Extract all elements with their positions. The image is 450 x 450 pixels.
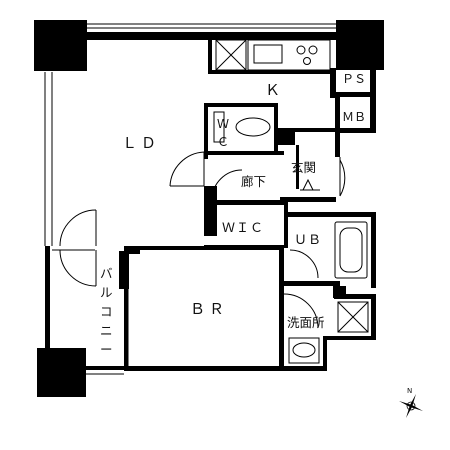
compass-icon: N — [399, 387, 423, 418]
balcony-char-3: コ — [100, 304, 113, 319]
room-label-br: ＢＲ — [190, 300, 228, 318]
room-label-wic: ＷＩＣ — [222, 221, 264, 236]
room-label-k: Ｋ — [265, 81, 284, 99]
room-label-hallway: 廊下 — [241, 174, 266, 189]
room-label-ld: ＬＤ — [122, 134, 160, 152]
room-label-ps: ＰＳ — [342, 72, 366, 86]
balcony-char-4: ニ — [100, 323, 113, 338]
balcony-char-1: バ — [100, 266, 113, 281]
balcony-char-5: ー — [100, 342, 113, 357]
room-label-wc-c: Ｃ — [217, 135, 229, 149]
room-label-ub: ＵＢ — [294, 233, 322, 248]
balcony-char-2: ル — [100, 285, 113, 300]
walls — [45, 32, 376, 371]
room-label-entrance: 玄関 — [291, 160, 316, 175]
room-label-washroom: 洗面所 — [287, 315, 325, 330]
room-label-mb: ＭＢ — [342, 110, 366, 124]
thin-lines — [44, 23, 369, 375]
column-top-left — [34, 20, 87, 71]
balcony-label: バ ル コ ニ ー — [100, 266, 113, 357]
column-top-right — [336, 20, 384, 70]
room-label-wc-w: Ｗ — [217, 117, 229, 131]
compass-north-label: N — [407, 387, 412, 395]
column-bottom-left — [37, 348, 86, 397]
